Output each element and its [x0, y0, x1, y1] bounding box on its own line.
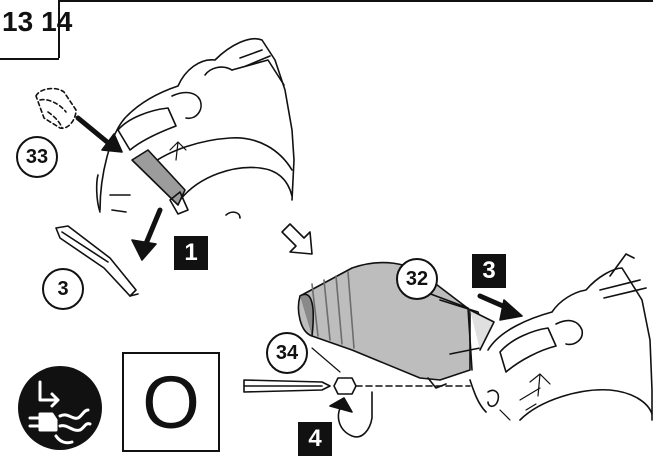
screwdriver: [243, 379, 331, 393]
page-number-right: 14: [41, 6, 73, 37]
page-number-left: 13: [2, 6, 34, 37]
zero-position-symbol: O: [122, 352, 220, 452]
callout-part-33: 33: [16, 136, 58, 178]
step-1-badge: 1: [174, 236, 208, 270]
page-tab-divider: [58, 0, 60, 58]
callout-part-34: 34: [266, 332, 308, 374]
step-4-badge: 4: [298, 422, 332, 456]
step-3-badge: 3: [472, 254, 506, 288]
tool-body-upper: [95, 38, 295, 219]
page-tab-underline: [0, 58, 59, 60]
dashed-cap-33: [35, 87, 77, 130]
tool-body-right: [469, 253, 653, 421]
callout-part-3: 3: [42, 268, 84, 310]
screw-34: [311, 347, 471, 395]
top-border-line: [58, 0, 653, 2]
callout-part-32: 32: [396, 258, 438, 300]
unplug-power-icon: [18, 366, 102, 450]
flat-tool-3: [55, 225, 139, 297]
